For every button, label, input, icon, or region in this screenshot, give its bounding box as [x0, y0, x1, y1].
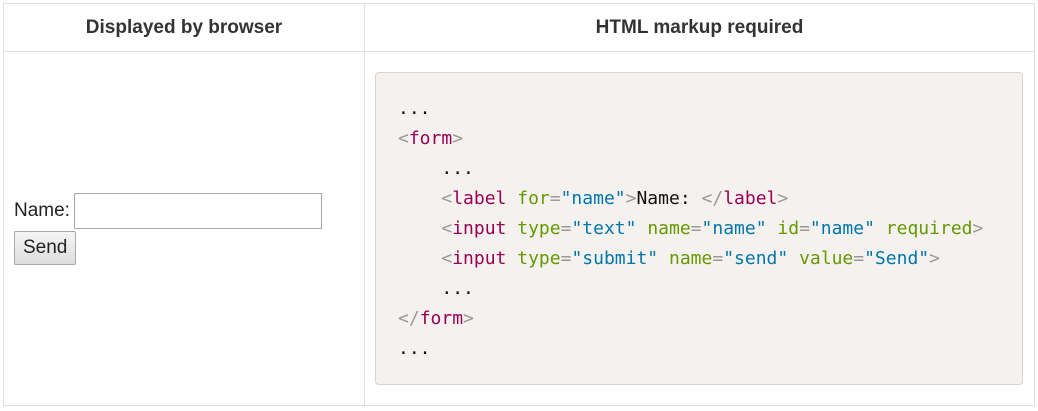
name-input[interactable]: [73, 192, 322, 229]
code-line-7: ...: [441, 278, 474, 299]
send-button[interactable]: Send: [14, 230, 77, 265]
table-header-row: Displayed by browser HTML markup require…: [3, 3, 1035, 52]
table-row: Name: Send ... <form> ... <label for="nam…: [3, 51, 1035, 406]
markup-cell: ... <form> ... <label for="name">Name: </…: [364, 51, 1035, 406]
code-line-4: <label for="name">Name: </label>: [441, 188, 789, 209]
preview-name-row: Name:: [14, 192, 364, 229]
header-displayed-by-browser: Displayed by browser: [3, 3, 365, 52]
code-line-6: <input type="submit" name="send" value="…: [441, 248, 940, 269]
code-line-2: <form>: [398, 128, 464, 149]
name-label: Name:: [14, 199, 70, 221]
example-table: Displayed by browser HTML markup require…: [3, 3, 1035, 406]
code-line-8: </form>: [398, 308, 474, 329]
code-line-3: ...: [441, 158, 474, 179]
code-line-5: <input type="text" name="name" id="name"…: [441, 218, 984, 239]
browser-preview-cell: Name: Send: [3, 51, 365, 406]
code-line-1: ...: [398, 98, 431, 119]
code-block: ... <form> ... <label for="name">Name: </…: [375, 72, 1023, 385]
code-line-9: ...: [398, 338, 431, 359]
preview-form: Name: Send: [14, 192, 364, 265]
header-html-markup-required: HTML markup required: [364, 3, 1035, 52]
